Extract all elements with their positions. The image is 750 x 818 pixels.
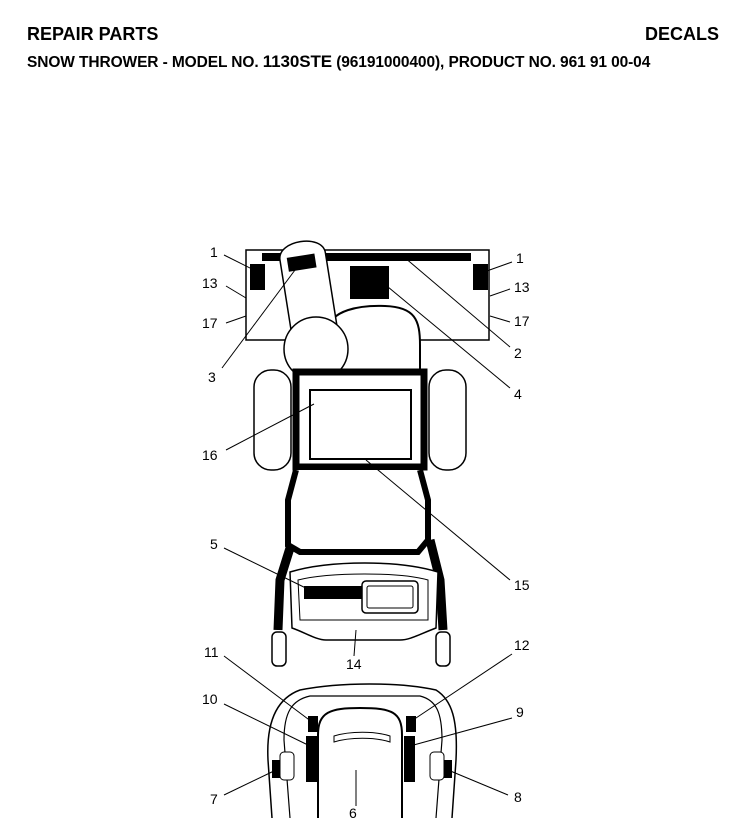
callout-3: 3 (208, 369, 216, 385)
callout-2: 2 (514, 345, 522, 361)
decal-1-right (473, 264, 488, 290)
decal-16-panel (309, 389, 412, 460)
frame (253, 368, 467, 667)
rear-left-lamp (279, 751, 295, 781)
rear-view (267, 683, 458, 818)
left-grip (271, 631, 287, 667)
callout-7: 7 (210, 791, 218, 807)
decal-5 (304, 586, 362, 599)
decal-12 (406, 716, 416, 732)
decal-1-left (250, 264, 265, 290)
callout-12: 12 (514, 637, 530, 653)
panel-window-inner (366, 585, 414, 609)
decal-2-strip (262, 253, 471, 261)
section-title: DECALS (644, 24, 719, 44)
subtitle-suffix: (96191000400), PRODUCT NO. 961 91 00-04 (331, 54, 651, 71)
model-subtitle: SNOW THROWER - MODEL NO. 1130STE (961910… (27, 52, 650, 72)
callout-1-right: 1 (516, 250, 524, 266)
callout-8: 8 (514, 789, 522, 805)
rear-handle (333, 731, 391, 743)
rear-right-lamp (429, 751, 445, 781)
right-wheel (428, 369, 467, 471)
decal-8 (444, 760, 452, 778)
right-handle (425, 538, 448, 631)
callout-16: 16 (202, 447, 218, 463)
decal-11 (308, 716, 318, 732)
callout-labels: 1 13 17 3 1 13 17 2 4 16 15 5 14 11 12 1… (202, 244, 530, 818)
decal-10 (306, 736, 317, 782)
callout-15: 15 (514, 577, 530, 593)
callout-10: 10 (202, 691, 218, 707)
right-grip (435, 631, 451, 667)
callout-9: 9 (516, 704, 524, 720)
decal-9 (404, 736, 415, 782)
model-number: 1130STE (262, 52, 332, 71)
rear-engine (317, 706, 403, 818)
leader-lines (221, 254, 513, 806)
callout-4: 4 (514, 386, 522, 402)
callout-13-left: 13 (202, 275, 218, 291)
subtitle-prefix: SNOW THROWER - MODEL NO. (27, 54, 263, 71)
left-wheel (253, 369, 292, 471)
callout-6: 6 (349, 805, 357, 818)
frame-lower (285, 469, 431, 555)
callout-11: 11 (204, 644, 219, 660)
callout-13-right: 13 (514, 279, 530, 295)
page-title: REPAIR PARTS (27, 24, 159, 44)
callout-17-right: 17 (514, 313, 530, 329)
callout-17-left: 17 (202, 315, 218, 331)
callout-14: 14 (346, 656, 362, 672)
decal-7 (272, 760, 280, 778)
decal-3 (286, 253, 317, 272)
engine-cowl (327, 304, 421, 373)
left-handle (273, 546, 295, 631)
callout-5: 5 (210, 536, 218, 552)
callout-1-left: 1 (210, 244, 218, 260)
auger-housing (245, 240, 490, 382)
